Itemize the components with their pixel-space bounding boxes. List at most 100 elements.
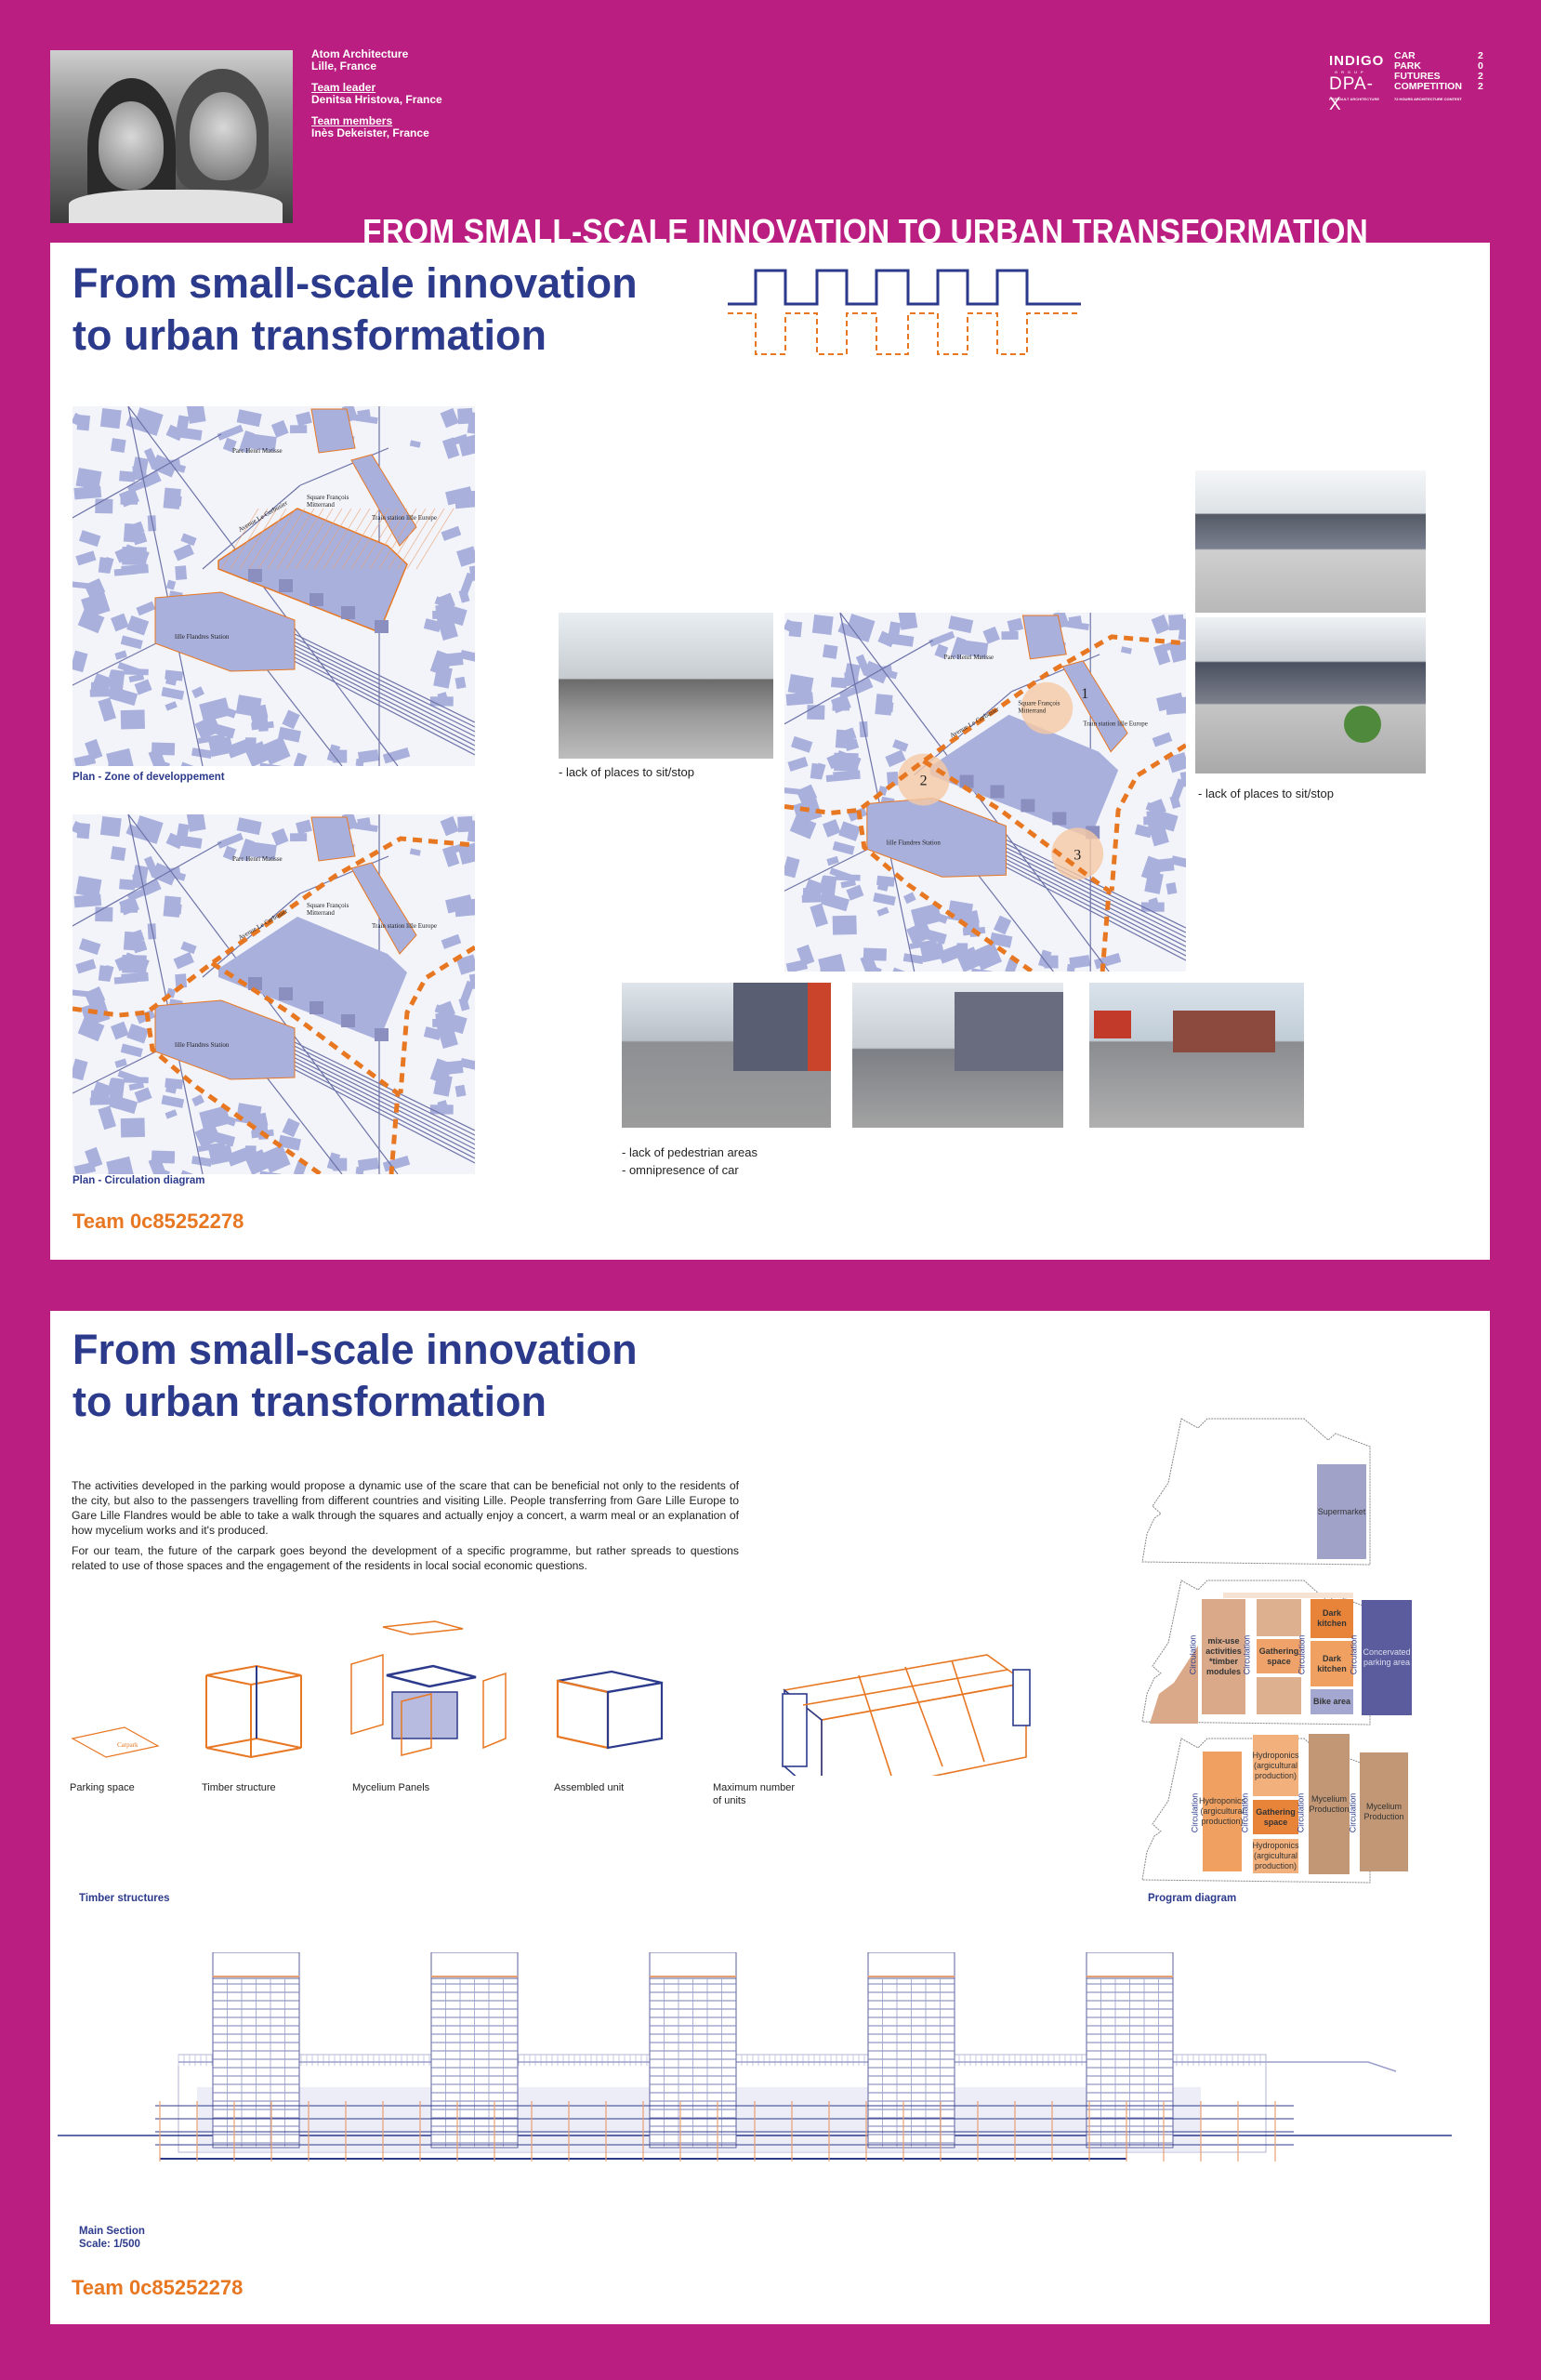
tower-footprint bbox=[341, 1014, 355, 1027]
program-gathering-2: Gathering space bbox=[1253, 1800, 1298, 1834]
tower-footprint bbox=[248, 977, 262, 990]
circulation-label: Circulation bbox=[1296, 1792, 1306, 1833]
indigo-sub: GROUP bbox=[1335, 70, 1367, 74]
tower bbox=[430, 1952, 519, 2149]
main-section-drawing bbox=[58, 1952, 1452, 2162]
parking-space-sketch: Carpark bbox=[71, 1726, 160, 1758]
photo-euralille-square bbox=[1195, 470, 1426, 613]
description-paragraph-2: For our team, the future of the carpark … bbox=[72, 1544, 739, 1572]
map-label: Parc Henri Matisse bbox=[232, 447, 283, 455]
tower-footprint bbox=[375, 1028, 389, 1041]
circulation-label: Circulation bbox=[1348, 1792, 1358, 1833]
map-label: Mitterrand bbox=[307, 909, 335, 917]
circulation-label: Circulation bbox=[1188, 1634, 1198, 1675]
program-circulation-wedge bbox=[1150, 1646, 1198, 1724]
map1-caption: Plan - Zone of developpement bbox=[72, 772, 225, 783]
iso-label-maximum-units: Maximum number of units bbox=[713, 1782, 796, 1806]
competition-sub: 72 HOURS ARCHITECTURE CONTEST bbox=[1394, 97, 1462, 101]
program-mycelium-2: Mycelium Production bbox=[1360, 1752, 1408, 1871]
map-label: Train station lille Europe bbox=[372, 514, 437, 522]
problem-spot bbox=[1051, 827, 1104, 880]
spot-number: 2 bbox=[920, 774, 928, 789]
tower-footprint bbox=[310, 593, 323, 606]
timber-iso-drawings: Carpark bbox=[71, 1620, 1031, 1776]
tower-footprint bbox=[248, 569, 262, 582]
team-photo bbox=[50, 50, 293, 223]
program-strip bbox=[1223, 1593, 1353, 1598]
map-label: Parc Henri Matisse bbox=[944, 654, 994, 661]
circulation-label: Circulation bbox=[1242, 1634, 1252, 1675]
map-label: lille Flandres Station bbox=[175, 633, 230, 641]
photo-caption-bottom: - lack of pedestrian areas- omnipresence… bbox=[622, 1145, 757, 1177]
tower bbox=[867, 1952, 955, 2149]
program-bike-area: Bike area bbox=[1311, 1689, 1353, 1714]
program-gathering: Gathering space bbox=[1257, 1639, 1301, 1673]
tower-footprint bbox=[310, 1001, 323, 1014]
circulation-label: Circulation bbox=[1190, 1792, 1200, 1833]
assembled-unit-sketch bbox=[556, 1670, 664, 1750]
tower-footprint bbox=[1021, 799, 1035, 813]
tower-footprint bbox=[279, 579, 293, 592]
program-diagram-caption: Program diagram bbox=[1148, 1893, 1237, 1904]
firm-name: Atom Architecture bbox=[311, 47, 409, 60]
program-hydroponics-3: Hydroponics (argicultural production) bbox=[1252, 1839, 1299, 1873]
photo-street-1 bbox=[622, 983, 831, 1128]
photo-station-square bbox=[559, 613, 773, 759]
program-block bbox=[1257, 1677, 1301, 1714]
map2-caption: Plan - Circulation diagram bbox=[72, 1175, 205, 1186]
map-label: lille Flandres Station bbox=[175, 1041, 230, 1049]
dpax-logo: DPA-X bbox=[1329, 74, 1374, 114]
map-label: Square François bbox=[1018, 700, 1060, 707]
indigo-logo: INDIGO bbox=[1329, 53, 1385, 69]
map-label: Train station lille Europe bbox=[372, 922, 437, 930]
tower-footprint bbox=[990, 785, 1005, 799]
program-dark-kitchen-1: Dark kitchen bbox=[1311, 1599, 1353, 1638]
tower-footprint bbox=[959, 774, 974, 788]
map-label: Train station lille Europe bbox=[1083, 721, 1148, 728]
tower bbox=[649, 1952, 737, 2149]
wave-graphic bbox=[728, 269, 1081, 355]
team-members-label: Team members bbox=[311, 114, 393, 127]
problem-spot bbox=[897, 753, 950, 806]
map-label: Mitterrand bbox=[307, 501, 335, 509]
program-block bbox=[1257, 1599, 1301, 1636]
program-mixuse: mix-use activities *timber modules bbox=[1202, 1599, 1245, 1714]
map-label: lille Flandres Station bbox=[887, 839, 942, 846]
tower-footprint bbox=[375, 620, 389, 633]
svg-text:Carpark: Carpark bbox=[117, 1741, 138, 1749]
iso-label-timber-structure: Timber structure bbox=[202, 1782, 276, 1793]
program-supermarket: Supermarket bbox=[1317, 1464, 1366, 1559]
development-zone bbox=[929, 714, 1119, 839]
tower-footprint bbox=[1052, 812, 1067, 826]
photo-street-3 bbox=[1089, 983, 1304, 1128]
program-hydroponics-2: Hydroponics (argicultural production) bbox=[1252, 1735, 1299, 1796]
map-label: Mitterrand bbox=[1018, 707, 1046, 715]
tower bbox=[212, 1952, 300, 2149]
pedestrian-route bbox=[784, 634, 1186, 972]
photo-caption-sit-stop-left: - lack of places to sit/stop bbox=[559, 765, 694, 779]
mycelium-panels-sketch bbox=[350, 1620, 507, 1756]
pedestrian-route bbox=[72, 836, 475, 1174]
program-outlines bbox=[1141, 1418, 1371, 1884]
iso-label-parking-space: Parking space bbox=[70, 1782, 135, 1793]
team-id: Team 0c85252278 bbox=[72, 1210, 244, 1233]
photo-caption-sit-stop-right: - lack of places to sit/stop bbox=[1198, 787, 1334, 800]
program-hydroponics-1: Hydroponics (argicultural production) bbox=[1199, 1752, 1245, 1871]
problem-spot bbox=[1021, 681, 1073, 734]
circulation-label: Circulation bbox=[1297, 1634, 1307, 1675]
spot-number: 3 bbox=[1073, 847, 1081, 863]
circulation-label: Circulation bbox=[1349, 1634, 1359, 1675]
maximum-units-sketch bbox=[782, 1654, 1031, 1776]
timber-structure-sketch bbox=[205, 1664, 302, 1759]
tower bbox=[1086, 1952, 1174, 2149]
firm-location: Lille, France bbox=[311, 60, 377, 73]
iso-label-assembled-unit: Assembled unit bbox=[554, 1782, 625, 1793]
timber-structures-caption: Timber structures bbox=[79, 1893, 170, 1904]
